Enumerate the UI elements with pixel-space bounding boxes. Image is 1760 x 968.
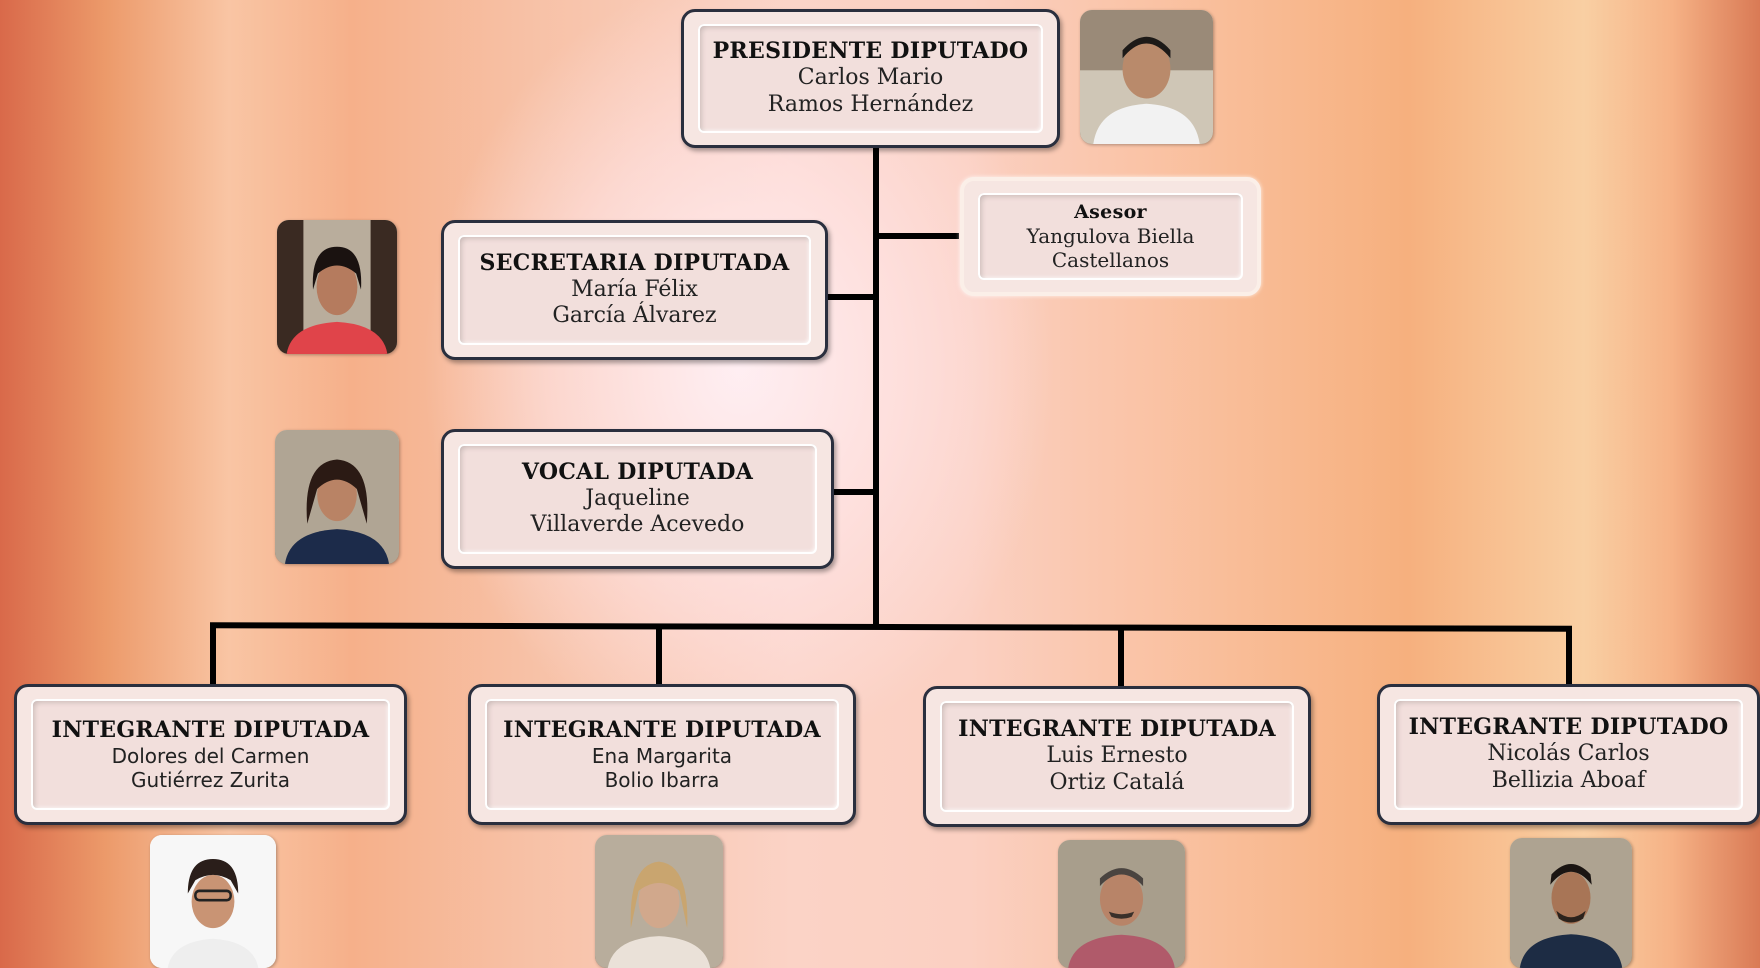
vocal-name-line2: Villaverde Acevedo xyxy=(530,512,745,538)
member-4-name-line2: Bellizia Aboaf xyxy=(1491,767,1646,793)
member-1-name-line2: Gutiérrez Zurita xyxy=(131,767,290,792)
president-name-line1: Carlos Mario xyxy=(797,65,944,91)
connector-member-4 xyxy=(1566,628,1572,686)
member-3-name-line2: Ortiz Catalá xyxy=(1049,769,1185,795)
advisor-card: Asesor Yangulova Biella Castellanos xyxy=(960,177,1261,296)
president-photo xyxy=(1080,10,1213,144)
president-card: PRESIDENTE DIPUTADO Carlos Mario Ramos H… xyxy=(681,9,1060,148)
secretary-name-line1: María Félix xyxy=(571,276,698,302)
member-3-role: INTEGRANTE DIPUTADA xyxy=(958,716,1276,743)
member-3-name-line1: Luis Ernesto xyxy=(1046,743,1188,769)
member-2-name-line1: Ena Margarita xyxy=(591,743,733,768)
member-card-1: INTEGRANTE DIPUTADA Dolores del Carmen G… xyxy=(14,684,407,825)
connector-members-bus xyxy=(209,622,1573,632)
vocal-role: VOCAL DIPUTADA xyxy=(521,458,754,485)
advisor-name-line2: Castellanos xyxy=(1051,248,1170,273)
member-4-role: INTEGRANTE DIPUTADO xyxy=(1408,714,1729,741)
advisor-role: Asesor xyxy=(1074,200,1147,223)
president-role: PRESIDENTE DIPUTADO xyxy=(712,38,1029,65)
secretary-name-line2: García Álvarez xyxy=(552,303,717,329)
member-card-3: INTEGRANTE DIPUTADA Luis Ernesto Ortiz C… xyxy=(923,686,1311,827)
president-name-line2: Ramos Hernández xyxy=(767,91,974,117)
connector-member-3 xyxy=(1118,628,1124,686)
member-1-photo xyxy=(150,835,276,968)
secretary-role: SECRETARIA DIPUTADA xyxy=(479,249,790,276)
member-2-role: INTEGRANTE DIPUTADA xyxy=(503,716,821,743)
connector-member-1 xyxy=(210,626,216,684)
connector-advisor xyxy=(873,233,959,239)
member-4-name-line1: Nicolás Carlos xyxy=(1487,741,1650,767)
member-2-photo xyxy=(595,835,723,968)
connector-president-trunk xyxy=(873,148,879,628)
member-1-name-line1: Dolores del Carmen xyxy=(111,743,310,768)
member-1-role: INTEGRANTE DIPUTADA xyxy=(51,716,370,743)
vocal-photo xyxy=(275,430,399,564)
member-card-4: INTEGRANTE DIPUTADO Nicolás Carlos Belli… xyxy=(1377,684,1760,825)
member-4-photo xyxy=(1510,838,1632,968)
member-card-2: INTEGRANTE DIPUTADA Ena Margarita Bolio … xyxy=(468,684,856,825)
member-2-name-line2: Bolio Ibarra xyxy=(604,767,720,792)
advisor-name-line1: Yangulova Biella xyxy=(1026,223,1195,248)
secretary-card: SECRETARIA DIPUTADA María Félix García Á… xyxy=(441,220,828,360)
connector-member-2 xyxy=(656,626,662,684)
connector-secretary xyxy=(826,294,878,300)
vocal-name-line1: Jaqueline xyxy=(585,485,690,511)
vocal-card: VOCAL DIPUTADA Jaqueline Villaverde Acev… xyxy=(441,429,834,569)
secretary-photo xyxy=(277,220,397,354)
connector-vocal xyxy=(832,489,878,495)
member-3-photo xyxy=(1058,840,1185,968)
